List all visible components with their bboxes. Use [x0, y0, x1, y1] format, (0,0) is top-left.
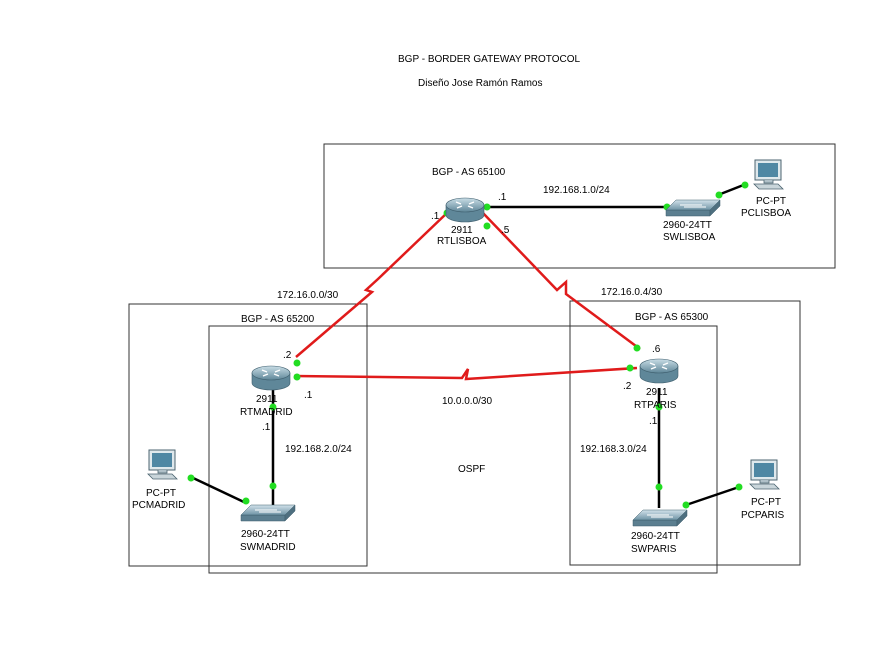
- area-box-madrid: [128, 303, 368, 567]
- port-light: [293, 359, 301, 367]
- network-label-mad-par: 10.0.0.0/30: [442, 396, 492, 407]
- diagram-title: BGP - BORDER GATEWAY PROTOCOL: [398, 54, 581, 65]
- iface-label-mad-par: .1: [304, 390, 313, 401]
- port-light: [682, 501, 690, 509]
- port-light: [735, 483, 743, 491]
- device-name: SWPARIS: [631, 544, 677, 555]
- eth-link-swmadrid-pcmadrid[interactable]: [190, 475, 247, 505]
- network-label-madrid-lan: 192.168.2.0/24: [285, 444, 352, 455]
- port-light: [626, 364, 634, 372]
- router-rtmadrid[interactable]: 2911 RTMADRID: [240, 365, 293, 418]
- area-label-lisboa: BGP - AS 65100: [432, 167, 506, 178]
- port-light: [269, 482, 277, 490]
- port-light: [741, 181, 749, 189]
- iface-label-mad-lan: .1: [262, 422, 271, 433]
- port-light: [483, 222, 491, 230]
- iface-label-mad-lis: .2: [283, 350, 292, 361]
- pc-pclisboa[interactable]: PC-PT PCLISBOA: [741, 159, 791, 219]
- pc-icon: [753, 159, 784, 190]
- iface-label-par-lis: .6: [652, 344, 661, 355]
- switch-swparis[interactable]: 2960-24TT SWPARIS: [631, 509, 688, 555]
- device-name: RTPARIS: [634, 400, 677, 411]
- switch-icon: [240, 504, 296, 522]
- device-model: 2911: [256, 394, 278, 405]
- device-name: SWLISBOA: [663, 232, 716, 243]
- pc-pcmadrid[interactable]: PC-PT PCMADRID: [132, 449, 185, 511]
- area-box-ospf: [208, 325, 718, 574]
- switch-swlisboa[interactable]: 2960-24TT SWLISBOA: [663, 199, 721, 243]
- port-light: [655, 403, 663, 411]
- network-label-lisboa-lan: 192.168.1.0/24: [543, 185, 610, 196]
- port-light: [655, 483, 663, 491]
- area-box-lisboa: [323, 143, 836, 269]
- port-light: [715, 191, 723, 199]
- serial-link-madrid-paris[interactable]: [293, 366, 638, 381]
- iface-label-lis-par: .5: [501, 225, 510, 236]
- network-label-lis-mad: 172.16.0.0/30: [277, 290, 339, 301]
- serial-link-lisboa-paris[interactable]: [481, 211, 641, 351]
- device-model: 2960-24TT: [663, 220, 712, 231]
- device-name: PCLISBOA: [741, 208, 791, 219]
- port-lights: [187, 181, 749, 509]
- iface-label-par-mad: .2: [623, 381, 632, 392]
- pc-icon: [147, 449, 178, 480]
- device-model: 2960-24TT: [631, 531, 680, 542]
- device-model: PC-PT: [756, 196, 786, 207]
- switch-icon: [632, 509, 688, 527]
- port-light: [293, 373, 301, 381]
- device-name: RTLISBOA: [437, 236, 487, 247]
- device-model: 2911: [451, 225, 473, 236]
- port-light: [269, 403, 277, 411]
- switch-icon: [665, 199, 721, 217]
- router-icon: [445, 197, 485, 223]
- port-light: [242, 497, 250, 505]
- iface-label-lis-mad: .1: [431, 211, 440, 222]
- eth-link-swparis-pcparis[interactable]: [685, 485, 740, 507]
- device-name: SWMADRID: [240, 542, 296, 553]
- router-rtparis[interactable]: 2911 RTPARIS: [634, 358, 679, 411]
- switch-swmadrid[interactable]: 2960-24TT SWMADRID: [240, 504, 296, 553]
- port-light: [483, 203, 491, 211]
- network-label-paris-lan: 192.168.3.0/24: [580, 444, 647, 455]
- eth-link-swlisboa-pclisboa[interactable]: [717, 182, 747, 197]
- ospf-label: OSPF: [458, 464, 485, 475]
- area-label-madrid: BGP - AS 65200: [241, 314, 315, 325]
- device-model: 2960-24TT: [241, 529, 290, 540]
- network-label-lis-par: 172.16.0.4/30: [601, 287, 663, 298]
- area-label-paris: BGP - AS 65300: [635, 312, 709, 323]
- serial-link-lisboa-madrid[interactable]: [295, 211, 449, 358]
- router-icon: [639, 358, 679, 384]
- pc-pcparis[interactable]: PC-PT PCPARIS: [741, 459, 784, 521]
- iface-label-lis-lan: .1: [498, 192, 507, 203]
- device-model: PC-PT: [146, 488, 176, 499]
- router-rtlisboa[interactable]: 2911 RTLISBOA: [437, 197, 487, 247]
- device-name: PCPARIS: [741, 510, 784, 521]
- device-model: PC-PT: [751, 497, 781, 508]
- port-light: [187, 474, 195, 482]
- port-light: [633, 344, 641, 352]
- device-name: RTMADRID: [240, 407, 293, 418]
- diagram-subtitle: Diseño Jose Ramón Ramos: [418, 78, 543, 89]
- pc-icon: [749, 459, 780, 490]
- router-icon: [251, 365, 291, 391]
- device-name: PCMADRID: [132, 500, 185, 511]
- device-model: 2911: [646, 387, 668, 398]
- iface-label-par-lan: .1: [649, 416, 658, 427]
- area-box-paris: [569, 300, 801, 566]
